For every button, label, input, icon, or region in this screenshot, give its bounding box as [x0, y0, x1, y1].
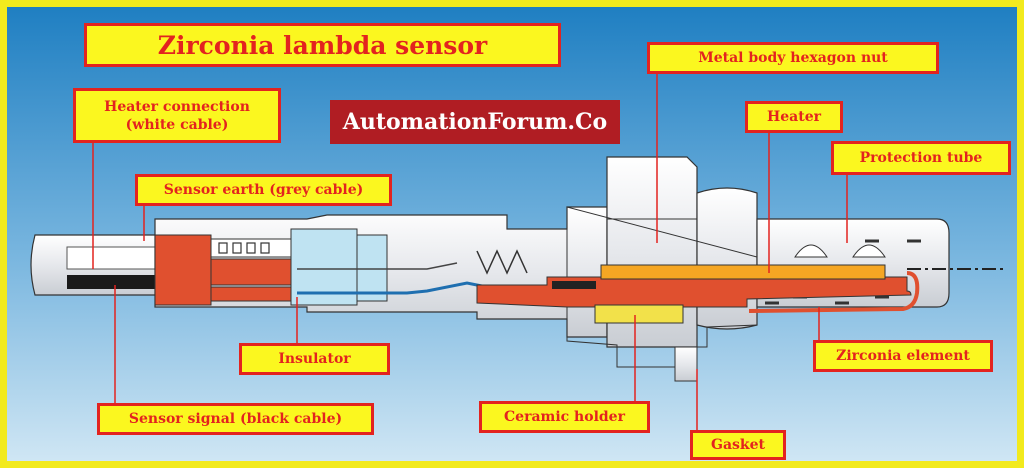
label-gasket: Gasket — [690, 430, 786, 460]
label-ceramic-holder: Ceramic holder — [479, 401, 650, 433]
label-sensor-earth: Sensor earth (grey cable) — [135, 174, 392, 206]
ceramic-holder-part — [594, 304, 684, 324]
label-zirconia-element: Zirconia element — [813, 340, 993, 372]
label-insulator: Insulator — [239, 343, 390, 375]
diagram-title: Zirconia lambda sensor — [84, 23, 561, 67]
label-metal-body-hexagon-nut: Metal body hexagon nut — [647, 42, 939, 74]
label-heater-connection-line1: Heater connection — [104, 98, 250, 115]
label-heater-connection: Heater connection (white cable) — [73, 88, 281, 143]
white-cable — [66, 246, 158, 270]
black-cable — [67, 275, 157, 289]
heater-part — [600, 264, 886, 280]
sensor-earth-terminal — [154, 234, 212, 306]
brand-watermark: AutomationForum.Co — [330, 100, 620, 144]
label-protection-tube: Protection tube — [831, 141, 1011, 175]
gasket-part — [674, 346, 698, 382]
zirconia-element-part — [476, 264, 1007, 324]
sensor-cross-section — [7, 7, 1017, 461]
spring — [476, 249, 528, 275]
label-heater: Heater — [745, 101, 843, 133]
leader-lines — [92, 69, 848, 435]
label-heater-connection-line2: (white cable) — [125, 116, 229, 133]
label-sensor-signal: Sensor signal (black cable) — [97, 403, 374, 435]
cable — [30, 234, 158, 296]
